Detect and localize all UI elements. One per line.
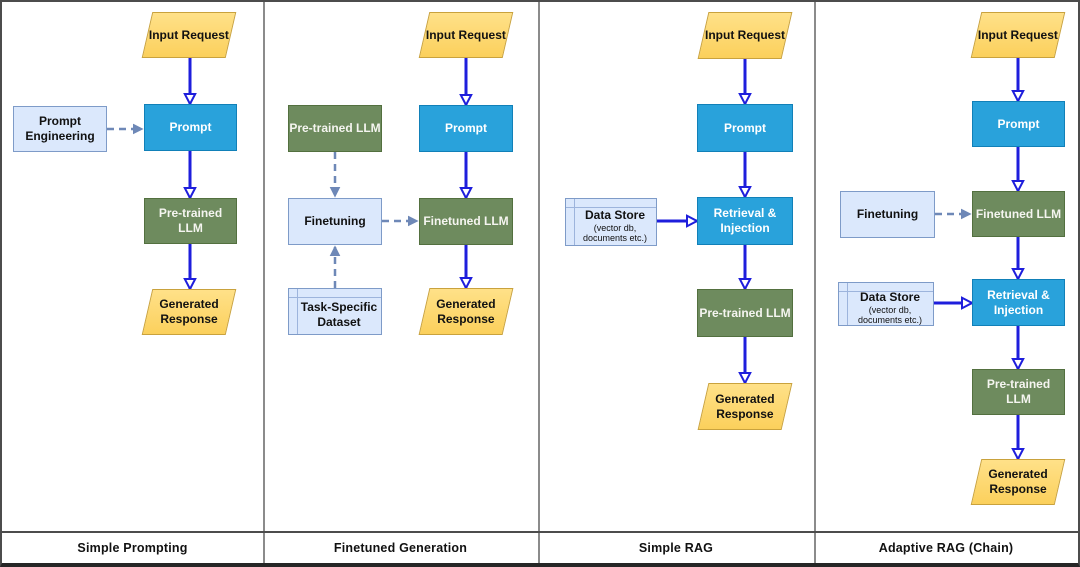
node-label: Finetuned LLM — [423, 214, 509, 228]
node-label: Finetuning — [856, 207, 919, 221]
generated-response-node: Generated Response — [418, 288, 514, 335]
panel-title-simple-prompting: Simple Prompting — [77, 541, 188, 555]
panel-title-adaptive-rag-chain: Adaptive RAG (Chain) — [878, 541, 1014, 555]
input-request-node: Input Request — [697, 12, 793, 59]
prompt-node: Prompt — [419, 105, 513, 152]
node-sublabel: (vector db, documents etc.) — [582, 222, 648, 244]
prompt-node: Prompt — [697, 104, 793, 152]
node-label: Finetuning — [304, 214, 366, 228]
panel-divider-3 — [814, 2, 816, 563]
retrieval-injection-node: Retrieval & Injection — [697, 197, 793, 245]
node-label: Input Request — [978, 27, 1058, 42]
node-label: Task-Specific Dataset — [300, 300, 378, 329]
node-label: Prompt — [997, 116, 1040, 131]
node-label: Generated Response — [159, 297, 219, 326]
node-label: Generated Response — [715, 391, 775, 421]
generated-response-node: Generated Response — [141, 289, 237, 335]
node-label: Prompt — [169, 120, 212, 134]
node-label: Input Request — [705, 28, 785, 42]
prompt-node: Prompt — [972, 101, 1065, 147]
node-label: Retrieval & Injection — [713, 206, 777, 235]
panel-title-finetuned-generation: Finetuned Generation — [333, 541, 468, 555]
node-label: Generated Response — [436, 296, 496, 326]
panel-divider-2 — [538, 2, 540, 563]
prompt-engineering-node: Prompt Engineering — [13, 106, 107, 152]
pretrained-llm-node: Pre-trained LLM — [288, 105, 382, 152]
pretrained-llm-node: Pre-trained LLM — [697, 289, 793, 337]
prompt-node: Prompt — [144, 104, 237, 151]
finetuned-llm-node: Finetuned LLM — [972, 191, 1065, 237]
input-request-node: Input Request — [141, 12, 237, 58]
node-label: Pre-trained LLM — [289, 121, 381, 135]
generated-response-node: Generated Response — [697, 383, 793, 430]
finetuning-node: Finetuning — [840, 191, 935, 238]
task-specific-dataset-node: Task-Specific Dataset — [288, 288, 382, 335]
pretrained-llm-node: Pre-trained LLM — [144, 198, 237, 244]
node-label: Pre-trained LLM — [699, 305, 791, 320]
footer-separator-line — [2, 531, 1078, 533]
node-label: Finetuned LLM — [975, 206, 1062, 221]
retrieval-injection-node: Retrieval & Injection — [972, 279, 1065, 326]
node-sublabel: (vector db, documents etc.) — [857, 304, 923, 326]
node-label: Prompt — [724, 120, 766, 135]
data-store-node: Data Store (vector db, documents etc.) — [565, 198, 657, 246]
pretrained-llm-node: Pre-trained LLM — [972, 369, 1065, 415]
node-label: Retrieval & Injection — [987, 287, 1050, 317]
node-label: Data Store — [584, 207, 646, 222]
node-label: Data Store — [859, 289, 921, 304]
generated-response-node: Generated Response — [970, 459, 1066, 505]
panel-title-simple-rag: Simple RAG — [638, 541, 714, 555]
finetuned-llm-node: Finetuned LLM — [419, 198, 513, 245]
input-request-node: Input Request — [418, 12, 514, 58]
node-label: Pre-trained LLM — [986, 377, 1051, 406]
input-request-node: Input Request — [970, 12, 1066, 58]
node-label: Prompt — [445, 121, 487, 135]
node-label: Pre-trained LLM — [158, 206, 223, 235]
panel-divider-1 — [263, 2, 265, 563]
node-label: Input Request — [149, 27, 229, 42]
data-store-node: Data Store (vector db, documents etc.) — [838, 282, 934, 326]
node-label: Prompt Engineering — [25, 114, 95, 143]
node-label: Generated Response — [988, 467, 1048, 496]
node-label: Input Request — [426, 27, 506, 42]
finetuning-node: Finetuning — [288, 198, 382, 245]
